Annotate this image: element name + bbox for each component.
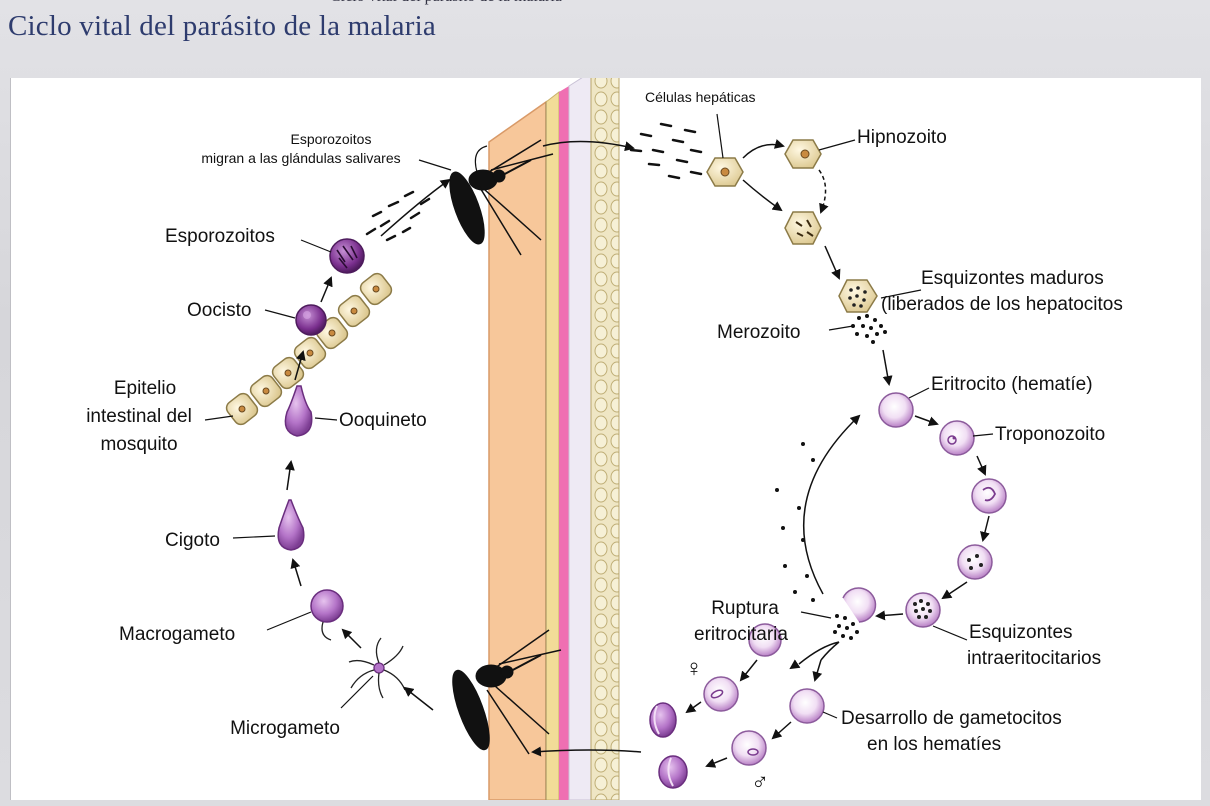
label-hipnozoito: Hipnozoito bbox=[857, 127, 947, 148]
label-oocisto: Oocisto bbox=[187, 300, 251, 321]
arrow-reinvasion bbox=[804, 416, 859, 594]
leader-cigoto bbox=[233, 536, 275, 538]
arrow-hypnozoite-dashed bbox=[819, 170, 826, 212]
label-troponozoito: Troponozoito bbox=[995, 424, 1105, 445]
male-gametocyte-mature bbox=[659, 756, 687, 788]
trophozoite-2 bbox=[972, 479, 1006, 513]
label-esporozoitos-migran-2: migran a las glándulas salivares bbox=[201, 150, 400, 166]
liver-schizont-young bbox=[785, 212, 821, 244]
label-desarrollo-2: en los hematíes bbox=[867, 734, 1001, 755]
diagram-panel: Células hepáticas Esporozoitos migran a … bbox=[10, 78, 1201, 800]
label-macrogameto: Macrogameto bbox=[119, 624, 235, 645]
female-gametocyte-cell-2 bbox=[704, 677, 738, 711]
leader-troponozoito bbox=[973, 434, 993, 436]
arrow-male-branch bbox=[815, 660, 821, 680]
label-eritrocito: Eritrocito (hematíe) bbox=[931, 374, 1093, 395]
arrow-to-mature-schizont bbox=[825, 246, 839, 278]
ookinete bbox=[285, 386, 311, 436]
leader-esporozoitos-migran bbox=[419, 160, 451, 170]
merozoites-return-dots bbox=[775, 442, 815, 602]
liver-cell-1 bbox=[707, 158, 743, 186]
label-esquizontes-intra-1: Esquizontes bbox=[969, 622, 1073, 643]
label-esquizontes-intra-2: intraeritocitarios bbox=[967, 648, 1101, 669]
label-ruptura-2: eritrocitaria bbox=[694, 624, 788, 645]
arrow-female-develop bbox=[741, 660, 757, 680]
leader-epitelio bbox=[205, 416, 233, 420]
erythrocytic-schizont-young bbox=[958, 545, 992, 579]
arrow-to-hypnozoite bbox=[743, 145, 783, 159]
label-epitelio-1: Epitelio bbox=[114, 378, 176, 399]
leader-oocisto bbox=[265, 310, 295, 318]
arrow-to-sporozoites bbox=[321, 278, 331, 302]
arrow-mosquito-to-microgamete bbox=[405, 688, 433, 710]
label-ruptura-1: Ruptura bbox=[711, 598, 779, 619]
male-gametocyte-cell-1 bbox=[790, 689, 824, 723]
clipped-header-text: Ciclo vital del parásito de la malaria bbox=[330, 0, 750, 8]
intestinal-epithelium bbox=[224, 271, 394, 427]
arrow-to-female-gamete bbox=[687, 702, 701, 712]
sporozoites-spray-right bbox=[631, 124, 701, 178]
trophozoite-1 bbox=[940, 421, 974, 455]
label-celulas-hepaticas: Células hepáticas bbox=[645, 89, 756, 105]
leader-ooquineto bbox=[315, 418, 337, 420]
arrow-to-salivary bbox=[381, 180, 449, 236]
sporozoites-spray-left bbox=[367, 192, 429, 240]
page-title: Ciclo vital del parásito de la malaria bbox=[8, 10, 436, 43]
merozoites-released bbox=[851, 314, 887, 344]
label-epitelio-3: mosquito bbox=[100, 434, 177, 455]
leader-ruptura bbox=[801, 612, 831, 618]
label-esquizontes-maduros-1: Esquizontes maduros bbox=[921, 268, 1104, 289]
leader-desarrollo bbox=[823, 712, 837, 718]
leader-eritrocito bbox=[909, 388, 929, 398]
label-epitelio-2: intestinal del bbox=[86, 406, 192, 427]
liver-schizont-mature bbox=[839, 280, 877, 312]
arrow-to-liver-schizont bbox=[743, 180, 781, 210]
male-symbol: ♂ bbox=[751, 769, 769, 796]
label-esquizontes-maduros-2: (liberados de los hepatocitos bbox=[881, 294, 1123, 315]
label-esporozoitos: Esporozoitos bbox=[165, 226, 275, 247]
erythrocytic-schizont-mature bbox=[906, 593, 940, 627]
label-ooquineto: Ooquineto bbox=[339, 410, 427, 431]
arrow-to-male-gamete bbox=[707, 758, 727, 766]
leader-macrogameto bbox=[267, 612, 311, 630]
erythrocyte bbox=[879, 393, 913, 427]
female-gametocyte-mature bbox=[650, 703, 676, 737]
zygote bbox=[278, 500, 304, 550]
leader-esquizontes-intra bbox=[933, 626, 967, 640]
sporozoite-sac bbox=[330, 239, 364, 273]
leader-merozoito bbox=[829, 326, 853, 330]
skin-cross-section bbox=[489, 78, 619, 800]
arrow-to-trophozoite bbox=[915, 416, 937, 424]
label-cigoto: Cigoto bbox=[165, 530, 220, 551]
arrow-to-rupture bbox=[877, 614, 903, 616]
male-gametocyte-cell-2 bbox=[732, 731, 766, 765]
arrow-male-develop bbox=[773, 722, 791, 738]
arrow-female-branch bbox=[791, 664, 797, 668]
ruptured-erythrocyte bbox=[833, 588, 875, 640]
leader-hipnozoito bbox=[819, 140, 855, 150]
arrow-to-schizont-mature bbox=[943, 582, 967, 598]
macrogamete bbox=[311, 590, 343, 640]
label-merozoito: Merozoito bbox=[717, 322, 800, 343]
arrow-to-erythrocyte bbox=[883, 350, 889, 384]
microgamete bbox=[349, 638, 405, 698]
label-desarrollo-1: Desarrollo de gametocitos bbox=[841, 708, 1062, 729]
arrow-to-macrogamete bbox=[343, 630, 361, 648]
malaria-life-cycle-diagram: Células hepáticas Esporozoitos migran a … bbox=[11, 78, 1201, 800]
oocyst bbox=[296, 305, 326, 335]
label-microgameto: Microgameto bbox=[230, 718, 340, 739]
hypnozoite-cell bbox=[785, 140, 821, 168]
label-esporozoitos-migran-1: Esporozoitos bbox=[291, 131, 372, 147]
arrow-to-zygote bbox=[293, 560, 301, 586]
arrow-to-schizont-young bbox=[983, 516, 989, 540]
female-symbol: ♀ bbox=[685, 655, 703, 682]
leader-celulas-hepaticas bbox=[717, 114, 723, 158]
arrow-to-trophozoite-2 bbox=[977, 456, 985, 474]
arrow-to-ookinete bbox=[287, 462, 291, 490]
branch-to-gametocytes bbox=[799, 642, 839, 664]
leader-esporozoitos bbox=[301, 240, 331, 252]
